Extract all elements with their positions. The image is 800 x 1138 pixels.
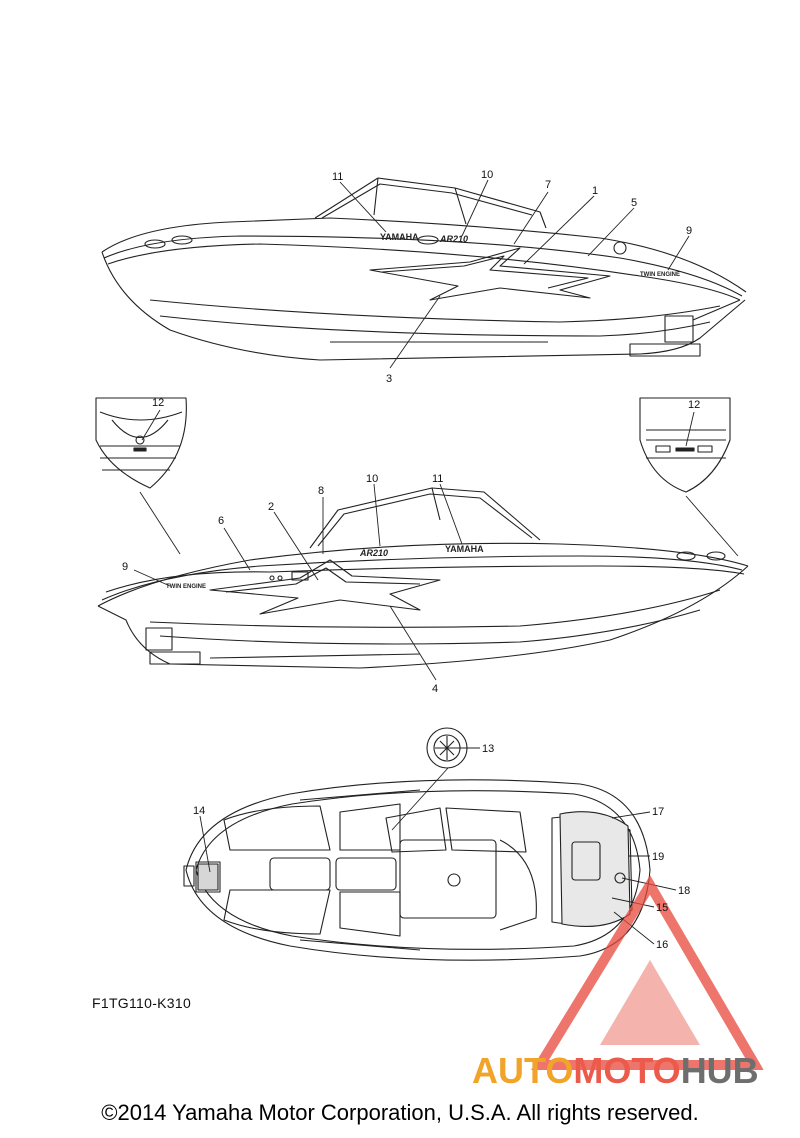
copyright-notice: ©2014 Yamaha Motor Corporation, U.S.A. A…: [101, 1100, 699, 1125]
callouts-bottom: 13 14 17 19 18 15 16: [193, 743, 690, 951]
callout-11: 11: [332, 171, 343, 183]
callout-6: 6: [218, 515, 224, 527]
callout-5: 5: [631, 197, 637, 209]
callout-1: 1: [592, 185, 598, 197]
callout-14: 14: [193, 805, 205, 817]
watermark-logo: [531, 875, 764, 1070]
callout-7: 7: [545, 179, 551, 191]
watermark-moto: MOTO: [573, 1050, 681, 1091]
callout-11-mid: 11: [432, 473, 443, 485]
callout-13: 13: [482, 743, 494, 755]
callout-2: 2: [268, 501, 274, 513]
decal-twin-top: TWIN ENGINE: [640, 272, 680, 278]
drawing-code: F1TG110-K310: [92, 995, 192, 1011]
watermark-hub: HUB: [680, 1050, 759, 1091]
watermark-auto: AUTO: [472, 1050, 574, 1091]
callout-9-mid: 9: [122, 561, 128, 573]
detail-circle-left: [95, 397, 187, 489]
callout-10: 10: [481, 169, 493, 181]
watermark-brand-text: AUTOMOTOHUB: [472, 1053, 759, 1089]
callout-18: 18: [678, 885, 690, 897]
callout-16: 16: [656, 939, 668, 951]
callout-12-left: 12: [152, 397, 164, 409]
decal-yamaha-top: YAMAHA: [380, 232, 419, 242]
callout-12-right: 12: [688, 399, 700, 411]
callout-3: 3: [386, 373, 392, 385]
decal-twin-mid: TWIN ENGINE: [166, 584, 206, 590]
decal-yamaha-mid: YAMAHA: [445, 544, 484, 554]
callout-19: 19: [652, 851, 664, 863]
callout-4: 4: [432, 683, 438, 695]
boat-top-view: [183, 779, 651, 961]
callout-15: 15: [656, 902, 668, 914]
detail-circle-right: [639, 397, 731, 493]
callout-10-mid: 10: [366, 473, 378, 485]
callouts-top: 11 10 7 1 5 9 3: [332, 169, 692, 385]
decal-model-top: AR210: [439, 234, 468, 244]
callout-8: 8: [318, 485, 324, 497]
callout-17: 17: [652, 806, 664, 818]
decal-model-mid: AR210: [359, 548, 388, 558]
callouts-middle: 12 12 8 10 11 6 2 9 4: [122, 397, 700, 695]
callout-9: 9: [686, 225, 692, 237]
boat-side-view-middle: [97, 487, 749, 669]
boat-side-view-top: [101, 177, 747, 361]
